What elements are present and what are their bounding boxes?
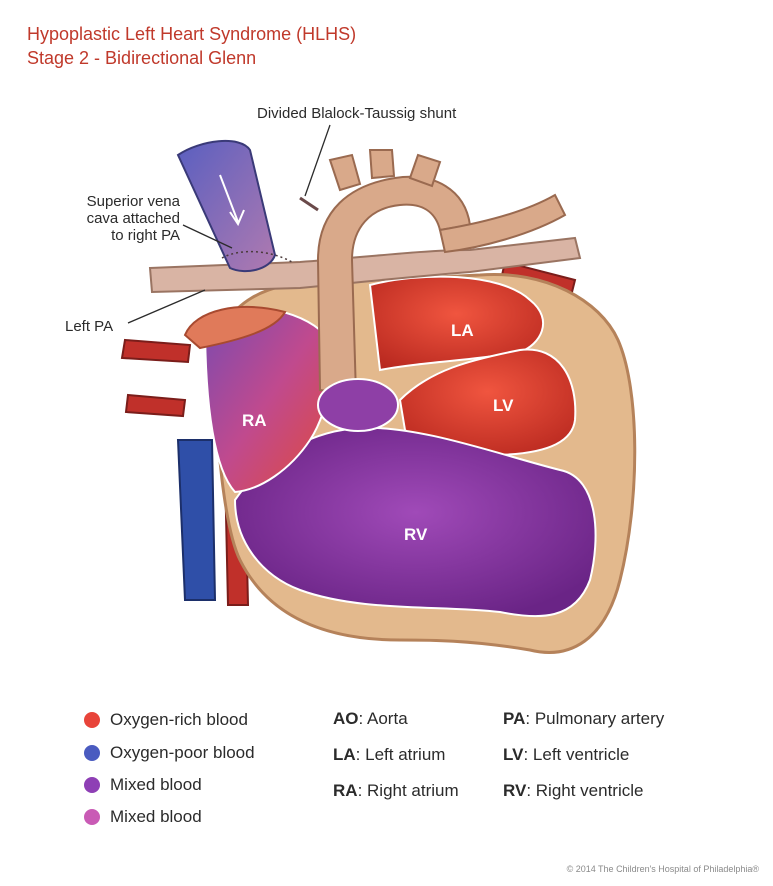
swatch-blue-icon [84,745,100,761]
divided-shunt-icon [299,196,319,212]
right-atrium [203,306,332,494]
leader-lines [127,124,331,324]
flow-arrow-icon [219,174,245,227]
abbr-pa: PA: Pulmonary artery [503,709,665,728]
label-divided-shunt: Divided Blalock-Taussig shunt [257,105,457,122]
legend-label: Oxygen-poor blood [110,743,255,762]
abbr-rv: RV: Right ventricle [503,781,644,800]
descending-aorta [438,193,567,254]
superior-vena-cava [176,139,277,273]
swatch-pink-icon [84,809,100,825]
abbr-ra: RA: Right atrium [333,781,459,800]
abbr-lv: LV: Left ventricle [503,745,630,764]
legend-item-poor: Oxygen-poor blood [84,742,255,764]
chamber-label-lv: LV [493,396,514,415]
aortic-branch-3 [408,153,442,188]
legend-item-rich: Oxygen-rich blood [84,709,248,731]
label-svc-line1: Superior vena [86,193,180,210]
label-svc-line3: to right PA [111,227,180,244]
swatch-red-icon [84,712,100,728]
swatch-purple-icon [84,777,100,793]
right-atrial-appendage [183,305,287,350]
legend-item-mixed-purple: Mixed blood [84,774,202,796]
aortic-root [317,378,399,432]
label-left-pa: Left PA [65,318,114,335]
aortic-branch-1 [328,153,362,192]
legend-label: Mixed blood [110,775,202,794]
abbr-ao: AO: Aorta [333,709,408,728]
page-title: Hypoplastic Left Heart Syndrome (HLHS) [27,24,357,44]
chamber-label-la: LA [451,321,474,340]
legend-label: Mixed blood [110,807,202,826]
abbr-la: LA: Left atrium [333,745,446,764]
chamber-label-rv: RV [404,525,428,544]
page-subtitle: Stage 2 - Bidirectional Glenn [27,48,257,68]
suture-line [221,250,293,263]
label-svc: Superior vena cava attached to right PA [58,193,180,244]
aortic-branch-2 [368,149,396,180]
legend-label: Oxygen-rich blood [110,710,248,729]
heart-diagram [120,124,637,654]
chamber-label-ra: RA [242,411,267,430]
label-svc-line2: cava attached [86,210,180,227]
legend-item-mixed-pink: Mixed blood [84,806,202,828]
left-atrium [368,275,545,372]
left-vessels [120,338,192,418]
aorta [316,175,472,397]
copyright: © 2014 The Children's Hospital of Philad… [566,864,759,874]
